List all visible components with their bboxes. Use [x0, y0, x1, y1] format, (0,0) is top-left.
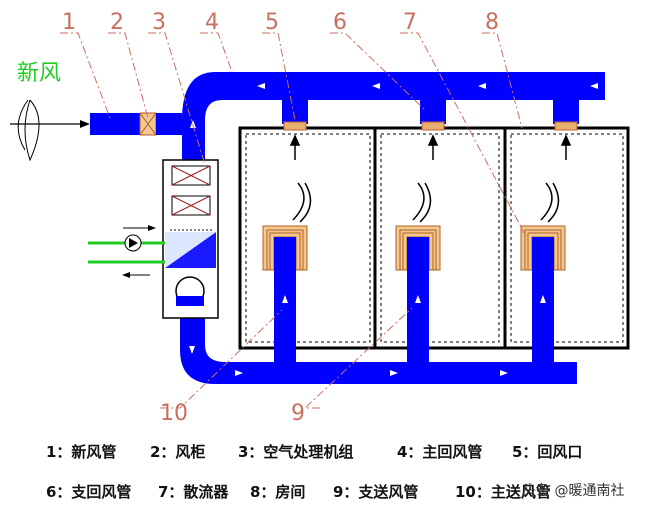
- branch-return-duct: [553, 98, 579, 124]
- callout-label: 5: [265, 10, 279, 35]
- room-inner-outline: [380, 133, 500, 343]
- return-vent: [421, 121, 445, 131]
- callout-label: 2: [110, 10, 124, 35]
- legend-item: 5：回风口: [512, 443, 582, 461]
- branch-return-duct: [420, 98, 446, 124]
- air-handling-unit: [162, 159, 219, 319]
- leader-line: [482, 32, 523, 129]
- fresh-air-duct: [10, 99, 182, 162]
- leader-line: [262, 32, 296, 121]
- return-vent: [283, 121, 307, 131]
- leader-line: [200, 32, 233, 73]
- leader-line: [330, 32, 426, 111]
- branch-supply-duct: [274, 262, 296, 362]
- callout-label: 1: [62, 10, 76, 35]
- room-inner-outline: [245, 133, 371, 343]
- leader-line: [148, 32, 206, 166]
- watermark: 头条 @暖通南社: [522, 482, 624, 499]
- leader-line: [160, 309, 283, 409]
- legend-item: 6：支回风管: [46, 483, 131, 501]
- callout-label: 10: [160, 401, 188, 426]
- diffuser: [262, 225, 308, 277]
- leader-line: [60, 32, 111, 119]
- callout-label: 7: [403, 10, 417, 35]
- callout-label: 8: [485, 10, 499, 35]
- arrow-left-icon: [372, 83, 380, 89]
- arrow-up-icon: [415, 295, 421, 303]
- callout-label: 9: [291, 401, 305, 426]
- branch-supply-duct: [407, 262, 429, 362]
- legend-item: 9：支送风管: [333, 483, 418, 501]
- return-vents: [283, 121, 578, 131]
- legend-item: 1：新风管: [46, 443, 116, 461]
- curved-airflow-arrows: [292, 182, 560, 223]
- branch-return-duct: [282, 98, 308, 124]
- callout-leaders: [60, 32, 529, 409]
- fresh-air-pipe: [156, 113, 182, 135]
- return-vent: [554, 121, 578, 131]
- leader-line: [303, 307, 413, 409]
- fresh-air-pipe: [90, 113, 140, 135]
- legend-item: 8：房间: [250, 483, 305, 501]
- arrow-left-icon: [590, 83, 598, 89]
- room-inner-outline: [510, 133, 624, 343]
- fresh-air-symbol: [24, 99, 40, 162]
- legend-item: 10：主送风管: [455, 483, 551, 501]
- legend-item: 7：散流器: [158, 483, 229, 501]
- arrow-left-icon: [478, 83, 486, 89]
- arrow-up-icon: [540, 295, 546, 303]
- main-supply-duct: [180, 262, 577, 384]
- return-duct-shape: [182, 72, 605, 162]
- arrow-up-icon: [282, 295, 288, 303]
- arrow-left-icon: [257, 83, 265, 89]
- main-return-duct: [182, 72, 605, 162]
- diffusers: [262, 225, 566, 277]
- callout-label: 6: [333, 10, 347, 35]
- legend-item: 3：空气处理机组: [238, 443, 353, 461]
- arrow-right-icon: [390, 370, 398, 376]
- branch-supply-duct: [532, 262, 554, 362]
- callout-label: 3: [152, 10, 166, 35]
- return-airflow-arrows: [289, 134, 572, 160]
- supply-flow-arrows: [189, 295, 546, 376]
- arrow-right-icon: [500, 370, 508, 376]
- legend-item: 2：风柜: [150, 443, 205, 461]
- curved-arrow-icon: [299, 182, 312, 223]
- leader-line: [108, 32, 149, 119]
- fresh-air-label: 新风: [17, 61, 61, 86]
- curved-arrow-icon: [419, 182, 432, 223]
- diffuser: [520, 225, 566, 277]
- curved-arrow-icon: [547, 182, 560, 223]
- callout-label: 4: [205, 10, 219, 35]
- return-flow-arrows: [190, 83, 598, 128]
- water-pipes: [88, 225, 165, 278]
- leader-line: [400, 32, 529, 241]
- callout-numbers: 1 2 3 4 5 6 7 8 9 10: [62, 10, 499, 426]
- arrow-down-icon: [189, 346, 195, 354]
- legend: 1：新风管 2：风柜 3：空气处理机组 4：主回风管 5：回风口 6：支回风管 …: [46, 443, 582, 501]
- supply-duct-shape: [180, 318, 577, 384]
- diffuser: [395, 225, 441, 277]
- legend-item: 4：主回风管: [397, 443, 482, 461]
- arrow-right-icon: [235, 370, 243, 376]
